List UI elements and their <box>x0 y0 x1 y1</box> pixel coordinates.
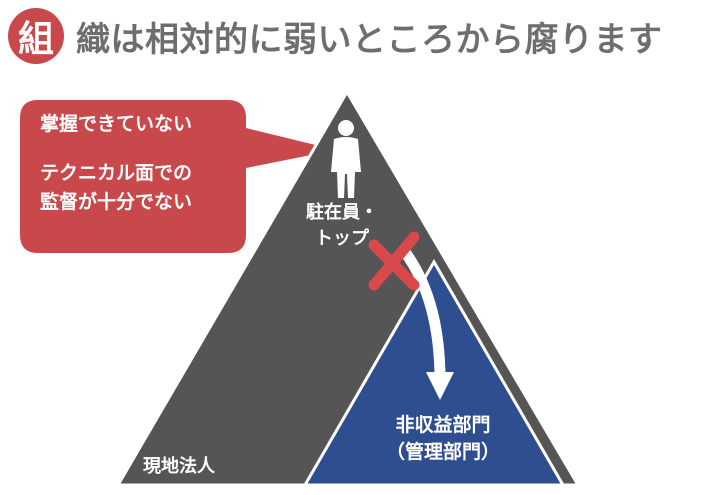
callout-line-2: テクニカル面での <box>40 162 193 184</box>
cross-mark-icon <box>368 231 420 291</box>
top-label-line-2: トップ <box>315 228 369 249</box>
dept-label-line-2: （管理部門） <box>385 441 500 463</box>
top-label-line-1: 駐在員・ <box>306 202 378 223</box>
header: 組 織は相対的に弱いところから腐ります <box>8 6 663 66</box>
dept-label-line-1: 非収益部門 <box>395 414 491 436</box>
top-label: 駐在員・ トップ <box>278 200 406 252</box>
callout-line-3: 監督が十分でない <box>40 191 193 213</box>
person-icon <box>331 120 361 198</box>
title-badge: 組 <box>8 8 64 64</box>
base-label: 現地法人 <box>143 456 215 477</box>
callout-bubble <box>20 100 336 253</box>
arrow-head <box>426 372 454 400</box>
callout-line-1: 掌握できていない <box>40 113 193 135</box>
dept-label: 非収益部門 （管理部門） <box>358 412 528 466</box>
page-title: 織は相対的に弱いところから腐ります <box>76 19 663 60</box>
curved-arrow <box>399 246 446 386</box>
callout-text: 掌握できていない テクニカル面での 監督が十分でない <box>40 110 255 217</box>
